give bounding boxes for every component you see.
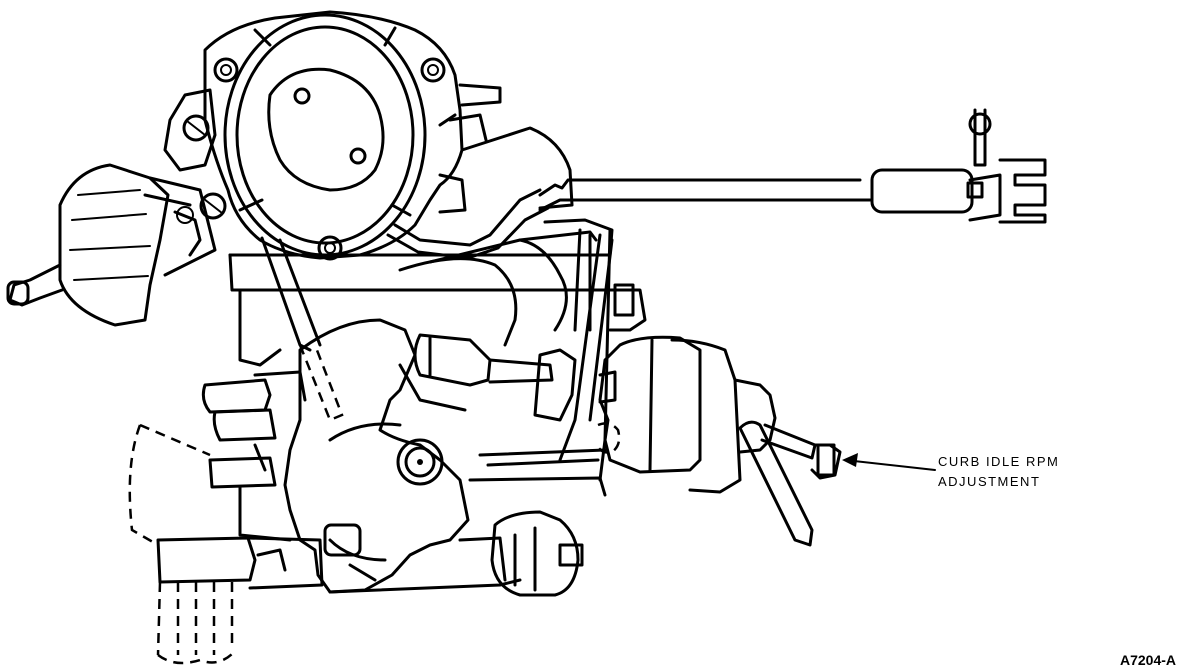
linkage-rods: [260, 233, 614, 462]
callout-arrowhead: [842, 453, 858, 467]
callout-line-1: CURB IDLE RPM: [938, 454, 1059, 469]
curb-idle-screw: [738, 420, 842, 547]
base-flange: [156, 448, 607, 594]
throttle-lever: [283, 318, 470, 594]
idle-solenoid: [413, 333, 777, 494]
figure-id: A7204-A: [1120, 652, 1176, 668]
choke-housing: [163, 88, 227, 257]
solenoid-plug: [490, 510, 584, 597]
callout: CURB IDLE RPM ADJUSTMENT: [842, 453, 1059, 489]
dashed-sweep: [128, 423, 237, 665]
callout-line-2: ADJUSTMENT: [938, 474, 1040, 489]
air-horn-right: [438, 83, 574, 214]
vacuum-diaphragm: [6, 163, 217, 327]
air-horn-top: [203, 10, 464, 261]
fuel-line: [386, 108, 1047, 260]
lower-left-fittings: [201, 370, 307, 542]
